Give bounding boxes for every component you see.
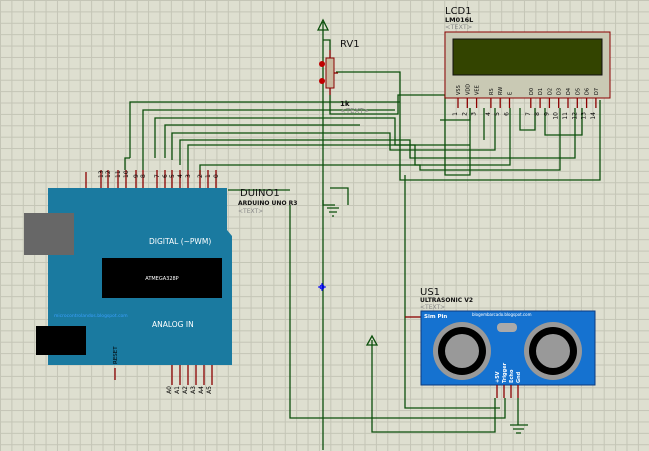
sensor-ref: US1 xyxy=(420,287,440,298)
sensor-pin-label: Echo xyxy=(509,369,515,383)
analog-pin-number: A0 xyxy=(166,386,173,394)
lcd-pin-number: 8 xyxy=(534,112,541,116)
sensor-pin-label: +5V xyxy=(495,371,501,383)
lcd-pin-name: VDD xyxy=(465,84,471,95)
lcd-pin-name: D1 xyxy=(538,88,544,95)
digital-pin-number: 1 xyxy=(205,174,212,178)
chip-label: ATMEGA328P xyxy=(145,276,178,282)
sensor-text: <TEXT> xyxy=(420,304,445,311)
digital-pin-number: 11 xyxy=(115,170,122,178)
lcd-pin-number: 10 xyxy=(553,112,560,120)
analog-pin-number: A4 xyxy=(198,386,205,394)
analog-pin-number: A5 xyxy=(206,386,213,394)
arduino-model: ARDUINO UNO R3 xyxy=(238,200,297,207)
digital-pin-number: 5 xyxy=(169,174,176,178)
digital-pin-number: 2 xyxy=(197,174,204,178)
digital-pin-number: 6 xyxy=(162,174,169,178)
analog-pin-number: A3 xyxy=(190,386,197,394)
lcd-pin-number: 7 xyxy=(525,112,532,116)
digital-pin-number: 0 xyxy=(213,174,220,178)
wires xyxy=(124,18,601,450)
ultrasonic-sensor[interactable]: US1 ULTRASONIC V2 <TEXT> Sim Pin blogemb… xyxy=(405,287,596,398)
potentiometer-rv1[interactable]: RV1 1k <TEXT> xyxy=(319,39,370,115)
lcd-pin-name: RS xyxy=(489,88,495,95)
digital-pin-number: 8 xyxy=(140,174,147,178)
lcd-pin-name: D7 xyxy=(594,88,600,95)
sensor-pin-label: Gnd xyxy=(516,371,522,383)
usb-port xyxy=(24,213,74,255)
lcd-pin-name: D0 xyxy=(529,88,535,95)
lcd-pin-name: D6 xyxy=(585,88,591,95)
lcd-pin-number: 3 xyxy=(471,112,478,116)
digital-pin-number: 4 xyxy=(177,174,184,178)
lcd-pin-number: 6 xyxy=(504,112,511,116)
lcd-pin-number: 5 xyxy=(494,112,501,116)
lcd-pin-name: RW xyxy=(498,87,504,95)
lcd-pin-name: D4 xyxy=(566,88,572,95)
lcd-pin-number: 9 xyxy=(543,112,550,116)
lcd-ref: LCD1 xyxy=(445,6,472,17)
lcd-pin-number: 2 xyxy=(461,112,468,116)
digital-pin-number: 10 xyxy=(123,170,130,178)
lcd-pin-name: D5 xyxy=(575,88,581,95)
lcd-pin-number: 11 xyxy=(562,112,569,120)
origin-cross xyxy=(318,283,326,291)
lcd-model: LM016L xyxy=(445,16,473,24)
arduino-ref: DUINO1 xyxy=(240,188,280,199)
chip xyxy=(102,258,222,298)
lcd-pin-name: D3 xyxy=(557,88,563,95)
pot-text: <TEXT> xyxy=(340,107,370,115)
analog-label: ANALOG IN xyxy=(152,320,194,329)
sensor-site: blogembarcado.blogspot.com xyxy=(472,312,532,317)
digital-pin-number: 7 xyxy=(154,174,161,178)
arduino-uno[interactable]: AREF13PB5/SCK12PB4/MISO11~PB3/MOSI/OC2A1… xyxy=(24,170,297,394)
arduino-text: <TEXT> xyxy=(238,208,263,215)
site-label: microcontrolandos.blogspot.com xyxy=(54,313,128,319)
lcd-text: <TEXT> xyxy=(445,23,472,31)
lcd-pin-number: 1 xyxy=(452,112,459,116)
digital-pin-number: 9 xyxy=(133,174,140,178)
digital-pin-number: 3 xyxy=(185,174,192,178)
lcd-pin-name: VSS xyxy=(456,85,462,95)
reset-label: RESET xyxy=(113,346,119,364)
lcd-pin-number: 13 xyxy=(581,112,588,120)
sensor-pin-label: Trigger xyxy=(502,362,508,383)
pot-value: 1k xyxy=(340,100,350,108)
lcd-pin-number: 12 xyxy=(571,112,578,120)
sensor-model: ULTRASONIC V2 xyxy=(420,297,473,304)
lcd-pin-name: E xyxy=(508,92,514,95)
digital-pin-number: 12 xyxy=(105,170,112,178)
lcd-pin-number: 14 xyxy=(590,112,597,120)
analog-pin-number: A1 xyxy=(174,386,181,394)
power-jack xyxy=(36,326,86,355)
lcd-lm016l[interactable]: LCD1 LM016L <TEXT> VSS 1 VDD 2 VEE 3 RS 4 RW 5 E 6 D… xyxy=(444,6,611,120)
analog-pin-number: A2 xyxy=(182,386,189,394)
lcd-pin-number: 4 xyxy=(485,112,492,116)
pot-ref: RV1 xyxy=(340,39,360,50)
digital-label: DIGITAL (~PWM) xyxy=(149,237,211,246)
lcd-pin-name: D2 xyxy=(547,88,553,95)
lcd-screen xyxy=(452,38,603,76)
digital-pin-number: 13 xyxy=(98,170,105,178)
lcd-pin-name: VEE xyxy=(475,85,481,95)
sim-pin-label: Sim Pin xyxy=(424,314,447,320)
